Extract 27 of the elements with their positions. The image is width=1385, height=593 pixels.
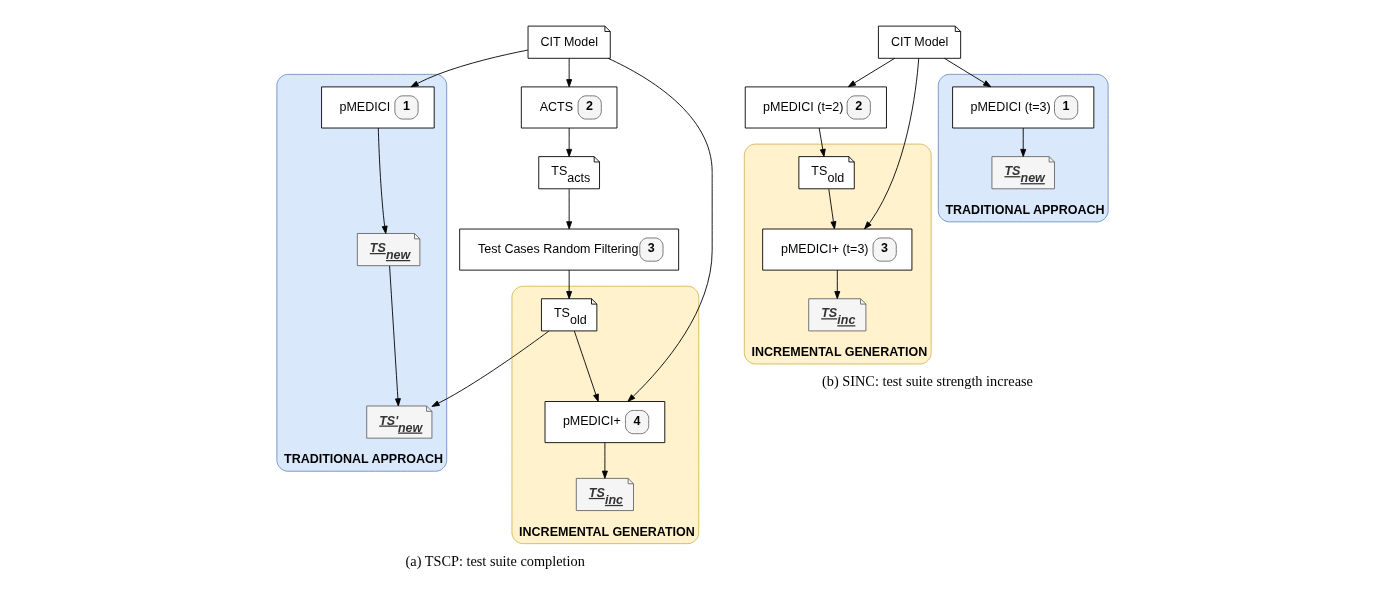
arrow	[607, 57, 713, 402]
arrow	[389, 265, 401, 407]
arrow	[943, 57, 992, 88]
arrow	[377, 127, 388, 234]
node-box: pMEDICI 1	[321, 86, 435, 129]
arrow	[818, 127, 826, 157]
node-box: pMEDICI+ 4	[544, 401, 666, 444]
arrow	[566, 269, 573, 300]
node-box: Test Cases Random Filtering 3	[459, 228, 680, 271]
arrow	[566, 127, 573, 157]
arrow	[847, 57, 896, 88]
node-box: pMEDICI (t=3) 1	[952, 86, 1095, 129]
label: (b) SINC: test suite strength increase	[822, 373, 1033, 390]
arrow	[864, 58, 920, 230]
node-box: pMEDICI (t=2) 2	[744, 86, 887, 129]
label: (a) TSCP: test suite completion	[405, 552, 585, 569]
arrow	[566, 58, 573, 88]
arrow	[566, 188, 573, 230]
arrow	[834, 269, 841, 300]
arrow	[828, 188, 837, 230]
arrow	[410, 49, 529, 88]
node-box: pMEDICI+ (t=3) 3	[762, 228, 913, 271]
node-box: ACTS 2	[520, 86, 618, 129]
arrow	[601, 442, 608, 479]
arrow	[431, 330, 550, 407]
arrow	[573, 330, 599, 402]
arrow	[1020, 127, 1027, 157]
